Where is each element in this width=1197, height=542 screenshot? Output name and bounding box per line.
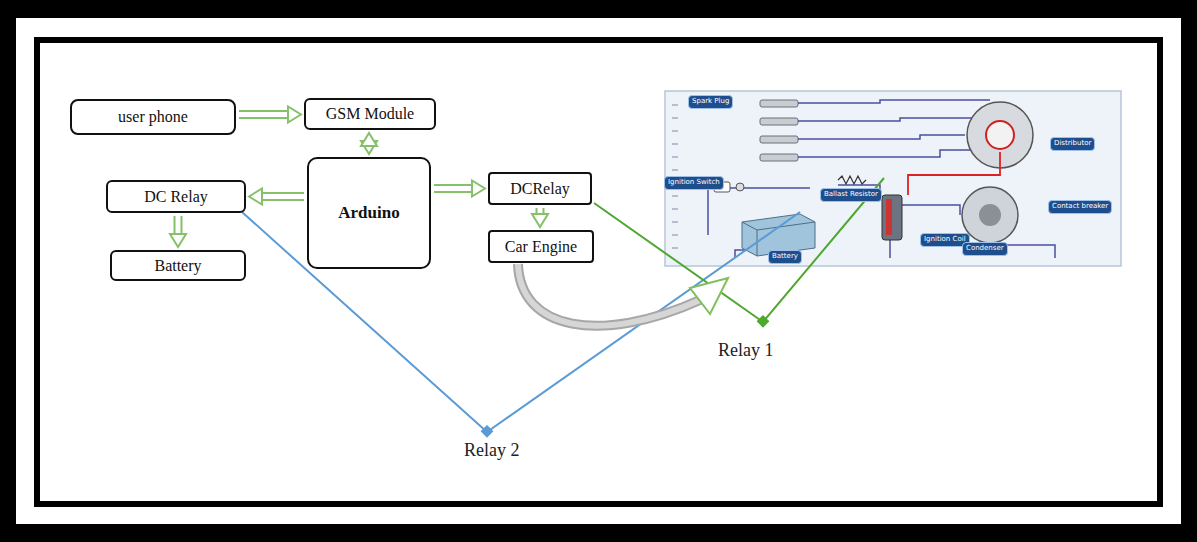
relay-label: Relay 2 xyxy=(462,440,522,461)
arrow-head xyxy=(170,234,186,247)
block-box: DC Relay xyxy=(106,180,246,213)
block-box: Car Engine xyxy=(488,230,594,263)
arrow-shaft-inner xyxy=(176,216,181,235)
part-callout: Spark Plug xyxy=(688,95,733,109)
block-box: DCRelay xyxy=(488,172,592,205)
block-label: Battery xyxy=(148,257,207,275)
arrow-head xyxy=(249,189,262,205)
block-label: user phone xyxy=(112,108,194,126)
block-arrow xyxy=(434,181,485,197)
block-arrow xyxy=(170,216,186,247)
controller-box: Arduino xyxy=(307,157,431,269)
arrow-shaft-inner xyxy=(261,194,304,199)
white-ground xyxy=(16,18,1181,524)
arrow-shaft-inner xyxy=(239,112,289,117)
part-callout: Battery xyxy=(768,250,802,264)
arrow-head xyxy=(361,133,377,146)
part-callout: Condenser xyxy=(962,242,1008,256)
part-callout: Distributor xyxy=(1050,137,1095,151)
arrow-shaft xyxy=(174,216,183,235)
block-arrow xyxy=(361,133,377,154)
block-box: Battery xyxy=(110,250,246,281)
arrow-shaft-inner xyxy=(434,186,473,191)
block-arrow xyxy=(239,107,301,123)
block-label: Arduino xyxy=(332,203,405,223)
block-label: Car Engine xyxy=(499,238,583,256)
arrow-head xyxy=(532,214,548,227)
arrow-shaft xyxy=(239,110,289,119)
part-callout: Ignition Switch xyxy=(664,176,724,190)
block-arrow xyxy=(249,189,304,205)
block-label: DCRelay xyxy=(504,180,576,198)
ignition-illustration xyxy=(665,91,1121,266)
relay-wires xyxy=(242,178,884,438)
part-callout: Contact breaker xyxy=(1048,200,1112,214)
block-box: user phone xyxy=(70,99,236,135)
arrow-head xyxy=(288,107,301,123)
arrow-head xyxy=(472,181,485,197)
relay-label: Relay 1 xyxy=(716,340,776,361)
block-box: GSM Module xyxy=(304,98,436,130)
block-label: GSM Module xyxy=(320,105,420,123)
part-callout: Ballast Resistor xyxy=(820,188,882,202)
arrow-shaft xyxy=(261,192,304,201)
block-arrow xyxy=(532,208,548,227)
block-label: DC Relay xyxy=(138,188,214,206)
arrow-shaft xyxy=(434,184,473,193)
inner-border xyxy=(37,40,1160,504)
